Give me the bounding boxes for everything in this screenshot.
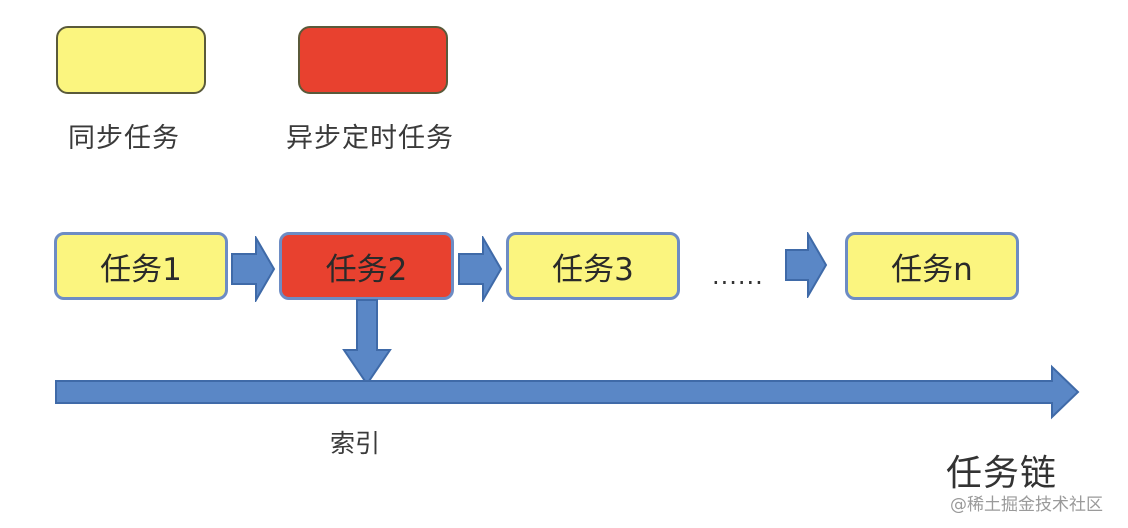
legend-async-swatch	[298, 26, 448, 94]
task-box-1: 任务1	[54, 232, 228, 300]
down-arrow	[342, 299, 392, 386]
task-label-1: 任务1	[100, 251, 182, 288]
task-box-2: 任务2	[279, 232, 454, 300]
legend-sync-label: 同步任务	[68, 123, 180, 154]
task-label-n: 任务n	[891, 251, 973, 288]
watermark-text: @稀土掘金技术社区	[950, 495, 1103, 515]
right-arrow-3	[785, 232, 828, 298]
task-label-3: 任务3	[552, 251, 634, 288]
task-box-n: 任务n	[845, 232, 1019, 300]
right-arrow-1	[231, 236, 276, 302]
task-label-2: 任务2	[325, 251, 408, 288]
task-box-3: 任务3	[506, 232, 680, 300]
index-label: 索引	[330, 429, 381, 458]
legend-sync-swatch	[56, 26, 206, 94]
task-chain-arrow	[55, 364, 1080, 420]
task-chain-label: 任务链	[946, 453, 1058, 494]
ellipsis-text: ......	[712, 262, 764, 290]
right-arrow-2	[458, 236, 503, 302]
legend-async-label: 异步定时任务	[286, 123, 454, 154]
